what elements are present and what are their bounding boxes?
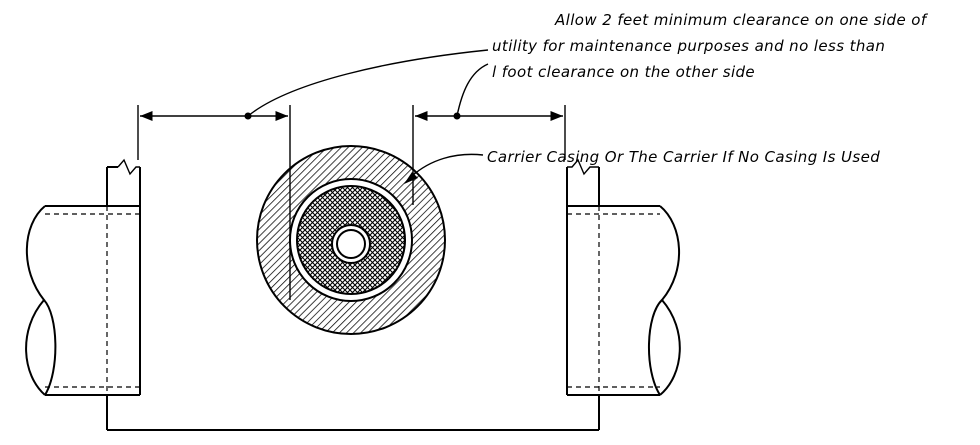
leader-dot-left [244,112,252,120]
carrier-label: Carrier Casing Or The Carrier If No Casi… [487,148,880,166]
left-conduit-pipe [25,205,140,396]
clearance-note-line-2: utility for maintenance purposes and no … [492,37,885,55]
clearance-note-line-3: l foot clearance on the other side [492,63,755,81]
base-slab [106,395,600,431]
clearance-note-line-1: Allow 2 feet minimum clearance on one si… [554,11,929,29]
leader-curve-left [247,49,489,117]
right-conduit-pipe [567,205,681,396]
dimension-extension-lines [137,105,566,300]
leader-curve-right [456,63,489,117]
carrier-leader [411,153,484,177]
utility-cross-section [256,145,446,335]
leader-dot-right [453,112,461,120]
structure-right-wall [566,158,600,395]
inner-pipe-inner [336,229,366,259]
structure-left-wall [106,158,141,395]
clearance-note: Allow 2 feet minimum clearance on one si… [492,11,929,81]
